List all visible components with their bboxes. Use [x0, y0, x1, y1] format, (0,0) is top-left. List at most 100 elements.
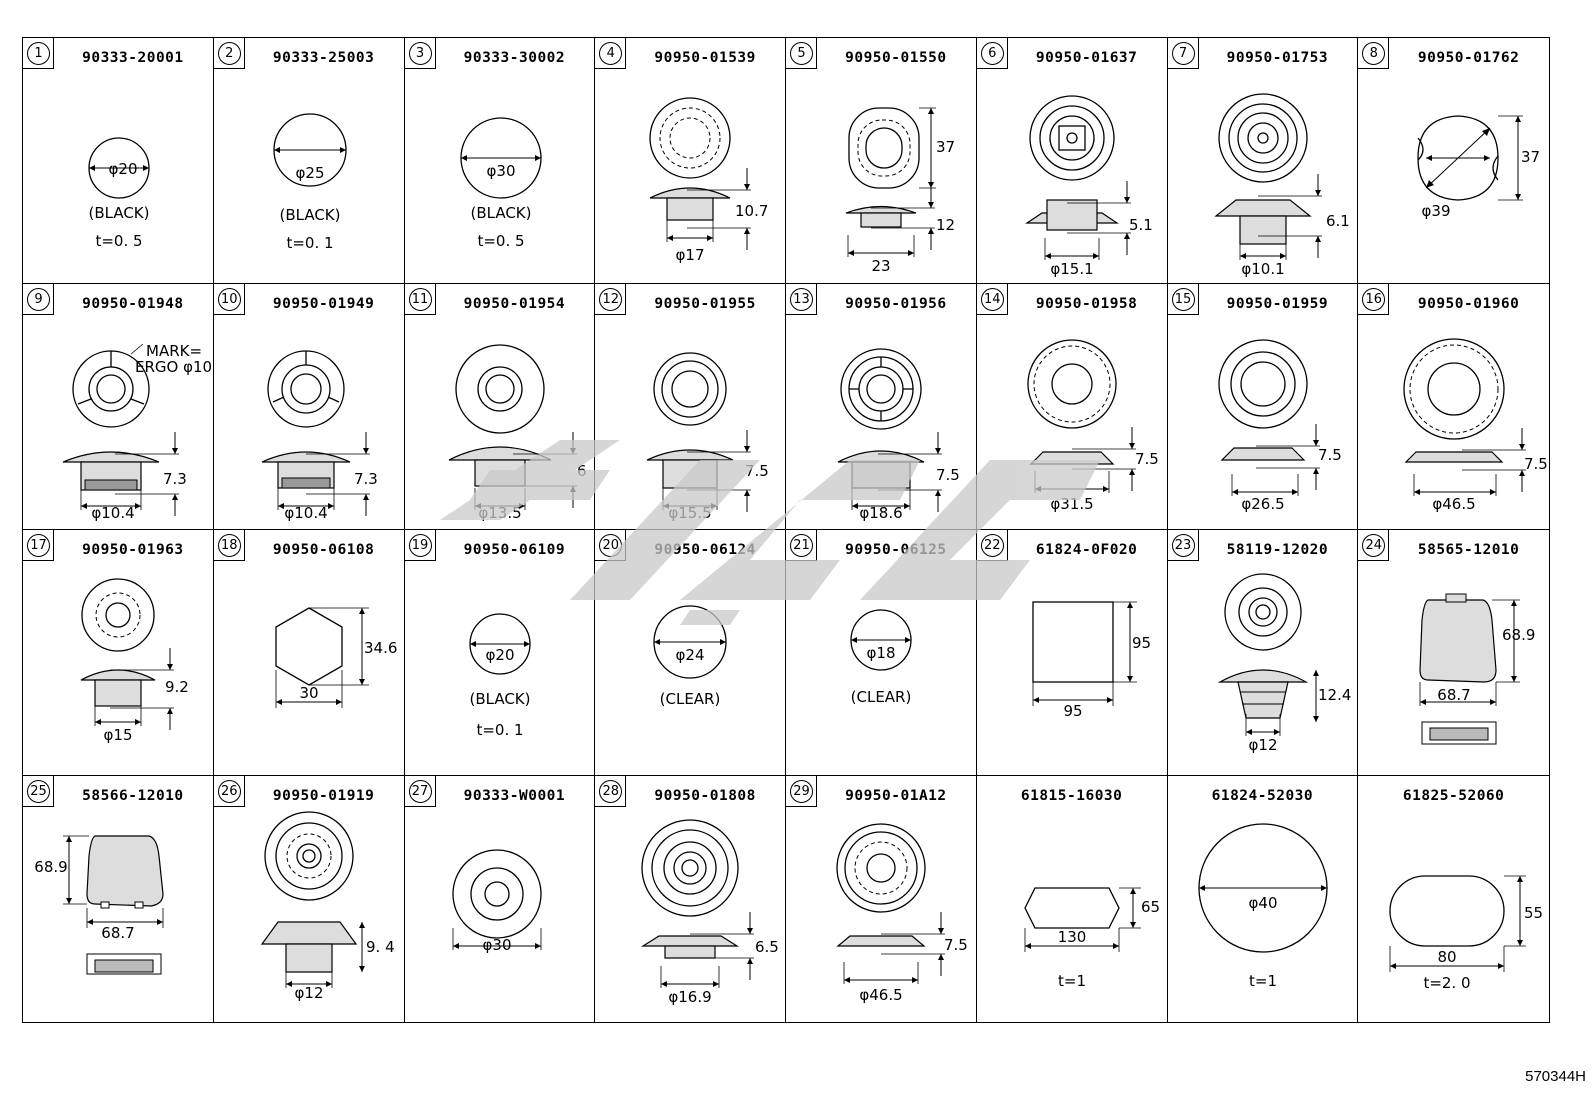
- dimension-label: φ15: [104, 726, 133, 744]
- item-number: 7: [1171, 42, 1195, 65]
- dimension-label: 65: [1141, 898, 1160, 916]
- dimension-label: 130: [1057, 928, 1086, 946]
- dimension-label: φ31.5: [1050, 495, 1093, 513]
- dimension-label: 9. 4: [366, 938, 395, 956]
- dimension-label: 55: [1524, 904, 1543, 922]
- dimension-label: φ13.5: [478, 504, 521, 522]
- dimension-label: 68.7: [101, 924, 134, 942]
- part-number: 90950-01762: [1417, 50, 1520, 66]
- item-number-box: 5: [786, 38, 817, 69]
- item-number: 14: [980, 288, 1004, 311]
- dimension-label: ERGO φ10: [135, 358, 212, 376]
- part-cell: 26 90950-01919 9. 4 φ12: [213, 776, 405, 1022]
- dimension-label: φ20: [109, 160, 138, 178]
- dimension-label: 68.9: [34, 858, 67, 876]
- item-number: 5: [790, 42, 813, 65]
- item-number-box: 23: [1167, 530, 1199, 561]
- dimension-label: φ30: [482, 936, 511, 954]
- dimension-label: φ39: [1422, 202, 1451, 220]
- part-number: 90950-01956: [845, 296, 947, 312]
- part-drawing: 9.2 φ15: [80, 578, 189, 744]
- dimension-label: φ16.9: [669, 988, 712, 1006]
- part-drawing: 37 φ39: [1417, 115, 1540, 220]
- item-number: 10: [217, 288, 241, 311]
- part-number: 58565-12010: [1417, 542, 1520, 558]
- dimension-label: φ15.1: [1050, 260, 1093, 278]
- item-number-box: 9: [23, 284, 54, 315]
- item-number: 1: [27, 42, 50, 65]
- part-number: 90950-01954: [463, 296, 566, 312]
- dimension-label: 37: [1521, 148, 1540, 166]
- part-number: 58119-12020: [1226, 542, 1329, 558]
- dimension-label: 7.3: [163, 470, 187, 488]
- dimension-label: t=1: [1249, 972, 1277, 990]
- dimension-label: 9.2: [165, 678, 189, 696]
- item-number: 15: [1171, 288, 1195, 311]
- part-number: 90950-01949: [272, 296, 375, 312]
- item-number-box: 8: [1358, 38, 1390, 69]
- dimension-label: φ18: [867, 644, 896, 662]
- item-number-box: 11: [404, 284, 436, 315]
- dimension-label: φ46.5: [1433, 495, 1476, 513]
- item-number: 8: [1362, 42, 1386, 65]
- dimension-label: (CLEAR): [851, 688, 912, 706]
- item-number: 27: [408, 780, 432, 803]
- part-number: 90333-W0001: [463, 788, 566, 804]
- item-number: 13: [790, 288, 813, 311]
- diagram-code: 570344H: [1525, 1068, 1586, 1085]
- part-number: 90950-01A12: [845, 788, 947, 804]
- dimension-label: 5.1: [1129, 216, 1153, 234]
- dimension-label: 95: [1132, 634, 1151, 652]
- dimension-label: φ10.4: [91, 504, 134, 522]
- item-number-box: 1: [23, 38, 54, 69]
- part-number: 90950-01958: [1035, 296, 1138, 312]
- item-number-box: 10: [213, 284, 245, 315]
- dimension-label: (BLACK): [279, 206, 340, 224]
- dimension-label: 12: [936, 216, 955, 234]
- part-number: 90950-01753: [1226, 50, 1329, 66]
- dimension-label: φ40: [1248, 894, 1277, 912]
- dimension-label: 6.5: [755, 938, 779, 956]
- item-number-box: 2: [213, 38, 245, 69]
- item-number: 18: [217, 534, 241, 557]
- part-cell: 27 90333-W0001 φ30: [404, 776, 596, 1022]
- dimension-label: t=2. 0: [1424, 974, 1471, 992]
- part-number: 90950-01955: [654, 296, 756, 312]
- dimension-label: 23: [871, 257, 890, 275]
- part-drawing: 68.9 68.7: [34, 835, 164, 975]
- part-number: 90950-06109: [463, 542, 566, 558]
- dimension-label: (CLEAR): [660, 690, 721, 708]
- part-drawing: 9. 4 φ12: [260, 811, 395, 1002]
- dimension-label: φ46.5: [859, 986, 902, 1004]
- item-number-box: 13: [786, 284, 817, 315]
- item-number-box: 27: [404, 776, 436, 807]
- item-number: 24: [1362, 534, 1386, 557]
- item-number: 9: [27, 288, 50, 311]
- dimension-label: φ25: [295, 164, 324, 182]
- dimension-label: 37: [936, 138, 955, 156]
- part-number: 90950-01959: [1226, 296, 1329, 312]
- item-number: 26: [217, 780, 241, 803]
- item-number: 6: [980, 42, 1004, 65]
- item-number: 11: [408, 288, 432, 311]
- dimension-label: 68.9: [1502, 626, 1535, 644]
- dimension-label: φ12: [294, 984, 323, 1002]
- part-number: 90950-01919: [272, 788, 375, 804]
- dimension-label: 30: [299, 684, 318, 702]
- part-drawing: φ40 t=1: [1197, 823, 1328, 990]
